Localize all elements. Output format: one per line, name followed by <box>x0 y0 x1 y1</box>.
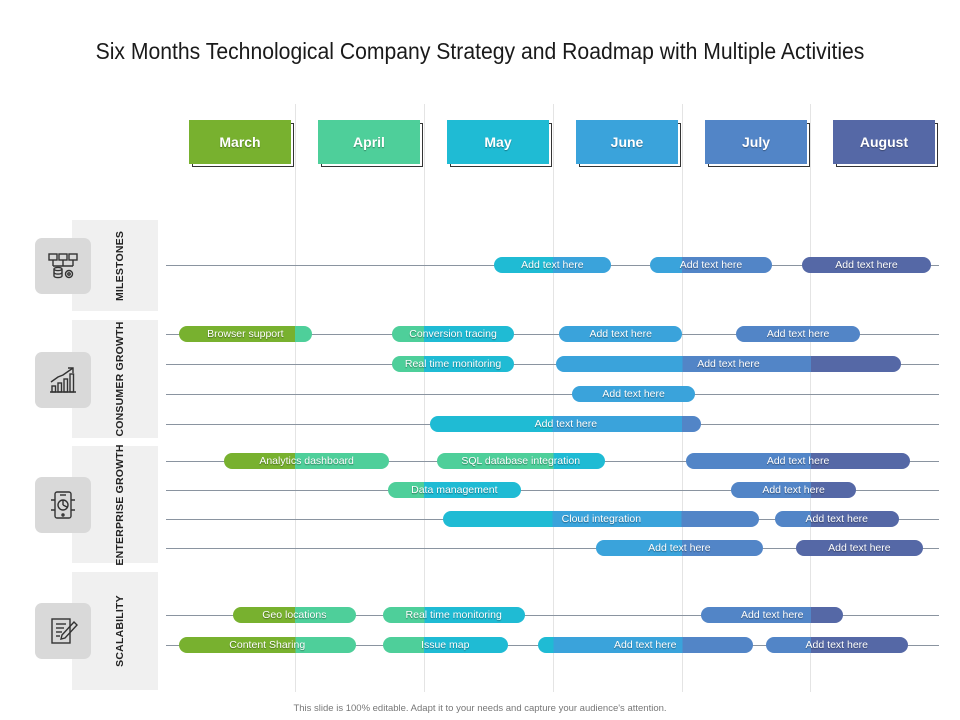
activity-bar: Cloud integration <box>443 511 760 527</box>
activity-bar: Geo locations <box>233 607 356 623</box>
activity-bar: Add text here <box>493 257 612 273</box>
activity-bar: Add text here <box>765 637 908 653</box>
activity-bar: Real time monitoring <box>382 607 525 623</box>
activity-bar: Add text here <box>736 326 860 342</box>
activity-bar: Add text here <box>572 386 695 402</box>
activity-bar: Add text here <box>685 453 911 469</box>
timeline-track <box>166 548 939 549</box>
workflow-icon <box>35 238 91 294</box>
activity-bar: Add text here <box>537 637 753 653</box>
edit-document-icon <box>35 603 91 659</box>
month-gridline <box>295 104 296 692</box>
timeline-track <box>166 364 939 365</box>
timeline-track <box>166 334 939 335</box>
month-gridline <box>810 104 811 692</box>
category-label-enterprise-growth: ENTERPRISE GROWTH <box>114 444 126 566</box>
activity-bar: Add text here <box>430 416 702 432</box>
month-header-march: March <box>189 120 291 164</box>
activity-bar: Real time monitoring <box>391 356 515 372</box>
timeline-track <box>166 615 939 616</box>
activity-bar: Add text here <box>731 482 857 498</box>
activity-bar: Add text here <box>559 326 682 342</box>
activity-bar: Add text here <box>701 607 844 623</box>
activity-bar: Add text here <box>795 540 924 556</box>
activity-bar: Add text here <box>595 540 764 556</box>
month-header-may: May <box>447 120 549 164</box>
activity-bar: SQL database integration <box>436 453 605 469</box>
month-gridline <box>424 104 425 692</box>
growth-chart-icon <box>35 352 91 408</box>
month-header-april: April <box>318 120 420 164</box>
activity-bar: Add text here <box>774 511 899 527</box>
activity-bar: Add text here <box>555 356 902 372</box>
timeline-track <box>166 394 939 395</box>
activity-bar: Content Sharing <box>178 637 356 653</box>
month-header-july: July <box>705 120 807 164</box>
month-header-june: June <box>576 120 678 164</box>
activity-bar: Browser support <box>178 326 312 342</box>
mobile-analytics-icon <box>35 477 91 533</box>
month-gridline <box>553 104 554 692</box>
activity-bar: Conversion tracing <box>391 326 515 342</box>
activity-bar: Issue map <box>382 637 508 653</box>
month-header-august: August <box>833 120 935 164</box>
activity-bar: Data management <box>387 482 521 498</box>
activity-bar: Analytics dashboard <box>224 453 390 469</box>
footer-note: This slide is 100% editable. Adapt it to… <box>293 703 667 714</box>
category-label-consumer-growth: CONSUMER GROWTH <box>114 321 126 437</box>
activity-bar: Add text here <box>801 257 931 273</box>
activity-bar: Add text here <box>649 257 773 273</box>
page-title: Six Months Technological Company Strateg… <box>95 38 865 64</box>
category-label-scalability: SCALABILITY <box>114 595 126 667</box>
timeline-track <box>166 490 939 491</box>
